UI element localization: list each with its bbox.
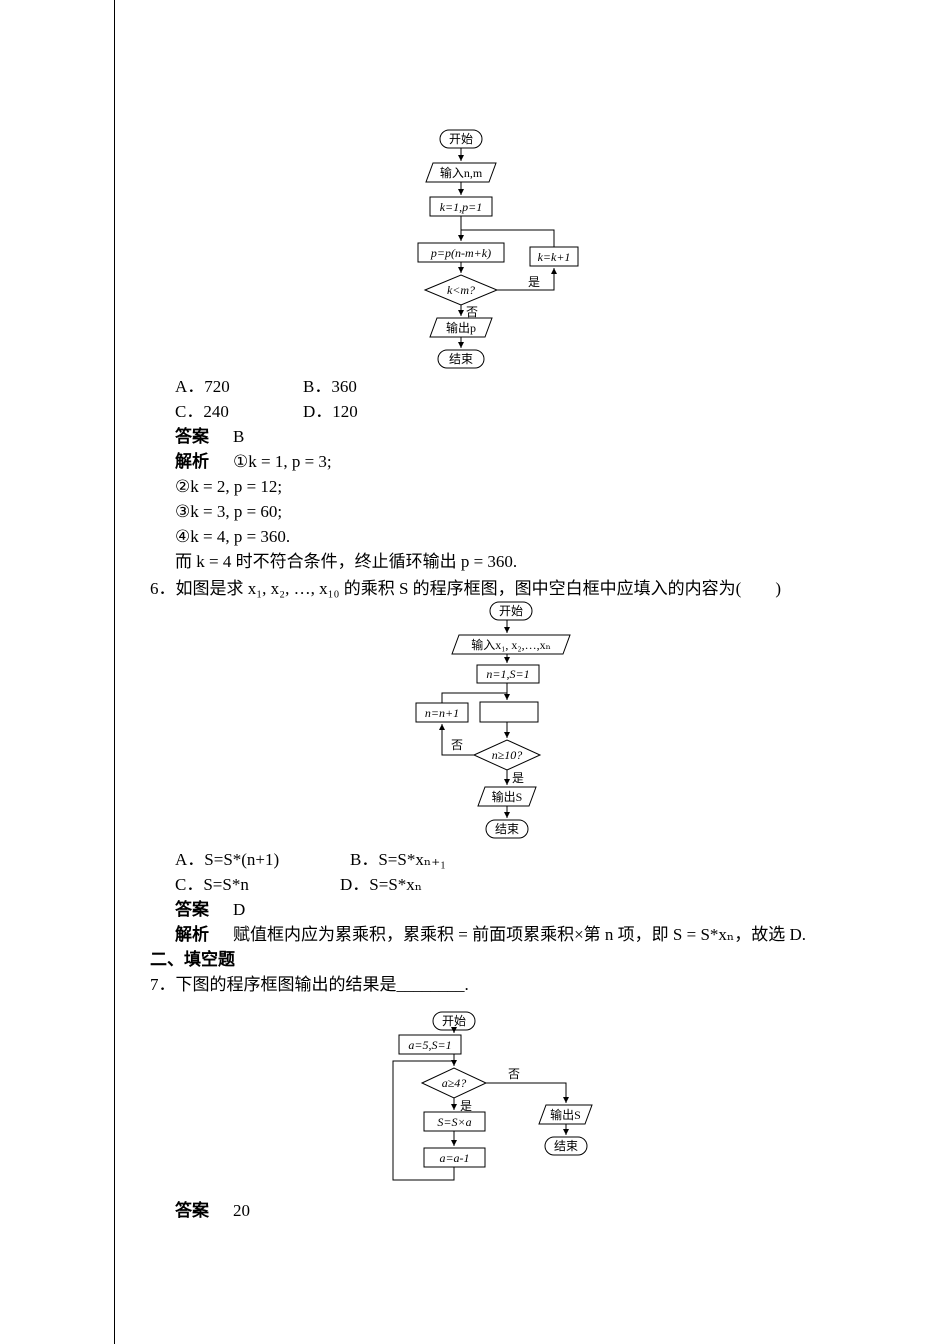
margin-rule bbox=[114, 0, 115, 1344]
fc2-condition-node: n≥10? bbox=[491, 748, 523, 762]
fc2-output-node: 输出S bbox=[491, 789, 523, 804]
flowchart-q7: 开始 a=5,S=1 a≥4? 否 是 S=S×a a=a-1 输出S 结束 bbox=[380, 1008, 610, 1186]
fc3-condition-node: a≥4? bbox=[441, 1076, 467, 1090]
init-shape bbox=[476, 664, 540, 684]
fc1-end-node: 结束 bbox=[448, 352, 473, 366]
q5-option-c: C．240 bbox=[175, 402, 229, 421]
end-shape bbox=[437, 349, 485, 369]
end-shape bbox=[544, 1136, 588, 1156]
fc1-condition-node: k<m? bbox=[446, 283, 476, 297]
fc2-init-node: n=1,S=1 bbox=[486, 667, 530, 681]
fc1-output-node: 输出p bbox=[445, 320, 476, 335]
q6-option-d: D．S=S*xₙ bbox=[340, 875, 423, 894]
q6-option-c: C．S=S*n bbox=[175, 875, 249, 894]
fc3-decrement-node: a=a-1 bbox=[439, 1150, 470, 1165]
fc3-start-node: 开始 bbox=[441, 1014, 466, 1028]
q7-answer-value: 20 bbox=[233, 1201, 250, 1220]
q5-analysis-line-1: ①k = 1, p = 3; bbox=[233, 452, 332, 471]
q5-answer-label: 答案 bbox=[175, 427, 209, 446]
fc3-init-node: a=5,S=1 bbox=[408, 1037, 452, 1052]
flowchart-q6-diagram bbox=[415, 601, 571, 839]
init-shape bbox=[398, 1034, 462, 1055]
q6-stem: 6．如图是求 x₁, x₂, …, x₁₀ 的乘积 S 的程序框图，图中空白框中… bbox=[150, 579, 781, 598]
q5-analysis-line-2: ②k = 2, p = 12; bbox=[175, 477, 283, 496]
fc1-input-node: 输入n,m bbox=[439, 165, 483, 180]
q6-option-b: B．S=S*xₙ₊₁ bbox=[350, 850, 447, 869]
fc2-yes-label: 是 bbox=[512, 771, 525, 785]
flowchart-q5-diagram bbox=[417, 129, 579, 369]
q5-option-a: A．720 bbox=[175, 377, 230, 396]
fc2-start-node: 开始 bbox=[498, 604, 523, 618]
input-shape bbox=[451, 634, 571, 655]
output-shape bbox=[429, 317, 493, 338]
fc2-increment-node: n=n+1 bbox=[424, 705, 460, 720]
start-shape bbox=[489, 601, 533, 621]
fc1-assign-node: p=p(n-m+k) bbox=[430, 245, 492, 260]
fc2-no-label: 否 bbox=[451, 738, 464, 752]
q5-option-b: B．360 bbox=[303, 377, 357, 396]
end-shape bbox=[485, 819, 529, 839]
q7-stem: 7．下图的程序框图输出的结果是________. bbox=[150, 975, 469, 994]
q6-answer-label: 答案 bbox=[175, 900, 209, 919]
q7-answer-label: 答案 bbox=[175, 1201, 209, 1220]
condition-shape bbox=[472, 739, 542, 771]
section-2-heading: 二、填空题 bbox=[150, 950, 235, 969]
q5-analysis-line-5: 而 k = 4 时不符合条件，终止循环输出 p = 360. bbox=[175, 552, 518, 571]
fc2-input-node: 输入x₁, x₂,…,xₙ bbox=[471, 637, 551, 652]
flowchart-q7-diagram bbox=[392, 1011, 593, 1181]
q6-option-a: A．S=S*(n+1) bbox=[175, 850, 280, 869]
q6-answer-value: D bbox=[233, 900, 246, 919]
fc1-no-label: 否 bbox=[466, 305, 479, 319]
fc1-increment-node: k=k+1 bbox=[537, 249, 571, 264]
output-shape bbox=[477, 786, 537, 807]
q5-analysis-label: 解析 bbox=[175, 452, 209, 471]
output-shape bbox=[538, 1104, 593, 1125]
fc3-yes-label: 是 bbox=[460, 1099, 473, 1113]
fc1-start-node: 开始 bbox=[448, 132, 473, 146]
fc1-yes-label: 是 bbox=[528, 275, 541, 289]
fc3-assign-node: S=S×a bbox=[437, 1114, 472, 1129]
flowchart-q5: 开始 输入n,m k=1,p=1 p=p(n-m+k) k=k+1 k<m? 是… bbox=[360, 125, 600, 377]
flowchart-q6: 开始 输入x₁, x₂,…,xₙ n=1,S=1 n=n+1 n≥10? 否 是… bbox=[405, 600, 625, 845]
fc1-init-node: k=1,p=1 bbox=[439, 199, 483, 214]
q5-analysis-line-4: ④k = 4, p = 360. bbox=[175, 527, 291, 546]
fc3-no-label: 否 bbox=[508, 1067, 521, 1081]
q5-analysis-line-3: ③k = 3, p = 60; bbox=[175, 502, 283, 521]
q5-answer-value: B bbox=[233, 427, 245, 446]
q5-option-d: D．120 bbox=[303, 402, 358, 421]
fc2-end-node: 结束 bbox=[494, 822, 519, 836]
fc2-blank-node bbox=[480, 702, 538, 722]
fc3-end-node: 结束 bbox=[553, 1139, 578, 1153]
input-shape bbox=[425, 162, 497, 183]
q6-analysis-label: 解析 bbox=[175, 925, 209, 944]
q6-analysis-text: 赋值框内应为累乘积，累乘积 = 前面项累乘积×第 n 项，即 S = S*xₙ，… bbox=[233, 925, 807, 944]
fc3-output-node: 输出S bbox=[550, 1107, 581, 1122]
blank-shape bbox=[479, 701, 539, 723]
